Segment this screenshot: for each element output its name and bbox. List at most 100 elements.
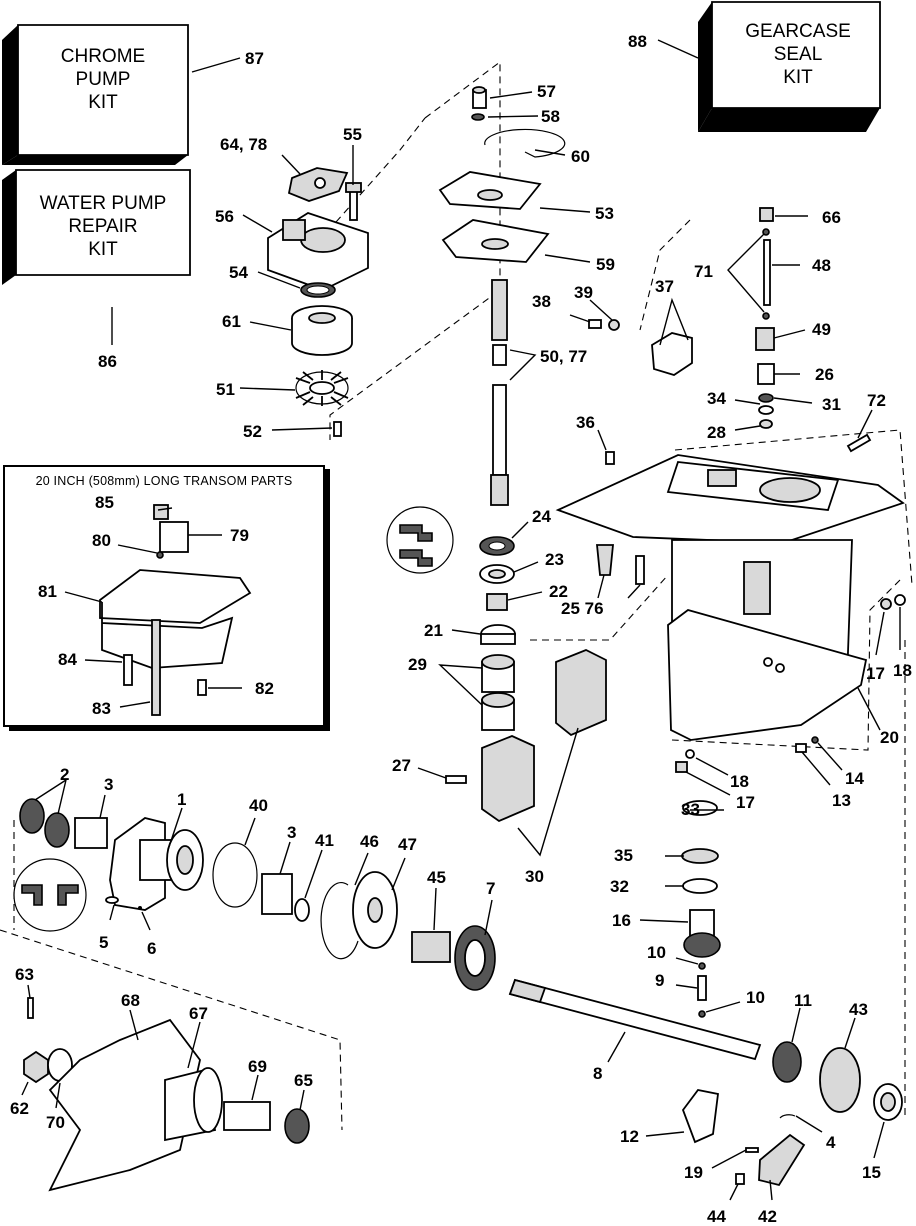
key-52 bbox=[333, 421, 342, 437]
callout-27: 27 bbox=[392, 756, 411, 775]
callout-68: 68 bbox=[121, 991, 140, 1010]
callout-63: 63 bbox=[15, 965, 34, 984]
propshaft-gears bbox=[508, 800, 903, 1187]
propeller-shaft-8 bbox=[508, 978, 762, 1061]
gear-43 bbox=[819, 1047, 861, 1113]
inset-title: 20 INCH (508mm) LONG TRANSOM PARTS bbox=[36, 474, 293, 488]
chrome-pump-kit-line2: PUMP bbox=[76, 69, 131, 90]
water-pump-kit-line3: KIT bbox=[88, 239, 118, 260]
callout-19: 19 bbox=[684, 1163, 703, 1182]
screw-13 bbox=[795, 743, 807, 753]
callout-72: 72 bbox=[867, 391, 886, 410]
callout-28: 28 bbox=[707, 423, 726, 442]
o-ring-40 bbox=[212, 842, 258, 908]
callout-66: 66 bbox=[822, 208, 841, 227]
callout-45: 45 bbox=[427, 868, 446, 887]
callout-55: 55 bbox=[343, 125, 362, 144]
callout-3b: 3 bbox=[287, 823, 296, 842]
callout-46: 46 bbox=[360, 832, 379, 851]
ring-58 bbox=[471, 113, 485, 121]
shift-rod-parts bbox=[755, 207, 872, 453]
seal-detail-circle-2 bbox=[13, 858, 87, 932]
screw-84 bbox=[123, 654, 133, 686]
callout-21: 21 bbox=[424, 621, 443, 640]
driveshaft-upper bbox=[491, 279, 508, 341]
plug-17-bottom bbox=[675, 761, 688, 773]
callout-81: 81 bbox=[38, 582, 57, 601]
callout-2: 2 bbox=[60, 765, 69, 784]
callout-34: 34 bbox=[707, 389, 726, 408]
washer-41 bbox=[294, 898, 310, 922]
screw-76 bbox=[635, 555, 645, 585]
callout-23: 23 bbox=[545, 550, 564, 569]
callout-47: 47 bbox=[398, 835, 417, 854]
screw-82 bbox=[197, 679, 207, 696]
pin-19 bbox=[745, 1147, 759, 1153]
callout-13: 13 bbox=[832, 791, 851, 810]
callout-numbers: 87 86 88 64, 78 55 56 54 61 51 52 57 58 … bbox=[10, 32, 912, 1226]
dashed-guides bbox=[0, 60, 913, 1131]
callout-18-bottom: 18 bbox=[730, 772, 749, 791]
water-intake bbox=[743, 561, 771, 615]
chrome-pump-kit-line1: CHROME bbox=[61, 46, 145, 67]
callout-17-bottom: 17 bbox=[736, 793, 755, 812]
callout-15: 15 bbox=[862, 1163, 881, 1182]
clutch-dog-45 bbox=[411, 931, 451, 963]
callout-7: 7 bbox=[486, 879, 495, 898]
callout-22: 22 bbox=[549, 582, 568, 601]
callout-31: 31 bbox=[822, 395, 841, 414]
washer-32 bbox=[682, 878, 718, 894]
grommet-85 bbox=[153, 504, 169, 520]
callout-4: 4 bbox=[826, 1133, 836, 1152]
callout-10a: 10 bbox=[647, 943, 666, 962]
callout-52: 52 bbox=[243, 422, 262, 441]
rod-83 bbox=[151, 619, 161, 716]
callout-60: 60 bbox=[571, 147, 590, 166]
callout-83: 83 bbox=[92, 699, 111, 718]
callout-3a: 3 bbox=[104, 775, 113, 794]
gearcase-kit-line1: GEARCASE bbox=[745, 21, 851, 42]
callout-32: 32 bbox=[610, 877, 629, 896]
bracket-37 bbox=[651, 332, 693, 376]
seal-detail-circle bbox=[386, 506, 454, 574]
callout-35: 35 bbox=[614, 846, 633, 865]
gearcase-kit-line2: SEAL bbox=[774, 44, 823, 65]
chrome-pump-kit-line3: KIT bbox=[88, 92, 118, 113]
callout-69: 69 bbox=[248, 1057, 267, 1076]
impeller-51 bbox=[295, 370, 349, 406]
callout-64-78: 64, 78 bbox=[220, 135, 267, 154]
callout-62: 62 bbox=[10, 1099, 29, 1118]
callout-25-76: 25 76 bbox=[561, 599, 604, 618]
ring-34 bbox=[758, 405, 774, 415]
o-ring-80 bbox=[156, 551, 164, 559]
callout-18-top: 18 bbox=[893, 661, 912, 680]
callout-12: 12 bbox=[620, 1127, 639, 1146]
callout-9: 9 bbox=[655, 971, 664, 990]
callout-67: 67 bbox=[189, 1004, 208, 1023]
ball-10a bbox=[698, 962, 706, 970]
water-screen-30a bbox=[555, 649, 607, 737]
callout-87: 87 bbox=[245, 49, 264, 68]
plug-25 bbox=[596, 544, 614, 576]
grommet-66 bbox=[759, 207, 774, 222]
propeller-parts bbox=[23, 997, 310, 1192]
callout-39: 39 bbox=[574, 283, 593, 302]
callout-58: 58 bbox=[541, 107, 560, 126]
callout-5: 5 bbox=[99, 933, 108, 952]
nut-62 bbox=[23, 1050, 49, 1084]
shift-cam-12 bbox=[681, 1089, 719, 1144]
callout-17-top: 17 bbox=[866, 664, 885, 683]
callout-33: 33 bbox=[681, 800, 700, 819]
screw-5 bbox=[105, 896, 119, 904]
callout-20: 20 bbox=[880, 728, 899, 747]
washer-6 bbox=[138, 906, 142, 910]
water-pump-kit-line2: REPAIR bbox=[68, 216, 137, 237]
thrust-hub-69 bbox=[223, 1101, 271, 1131]
callout-41: 41 bbox=[315, 831, 334, 850]
callout-16: 16 bbox=[612, 911, 631, 930]
plug-17-top bbox=[880, 598, 892, 610]
seal-2a bbox=[19, 798, 45, 834]
bearing-3b bbox=[261, 873, 293, 915]
pin-44 bbox=[735, 1173, 745, 1185]
